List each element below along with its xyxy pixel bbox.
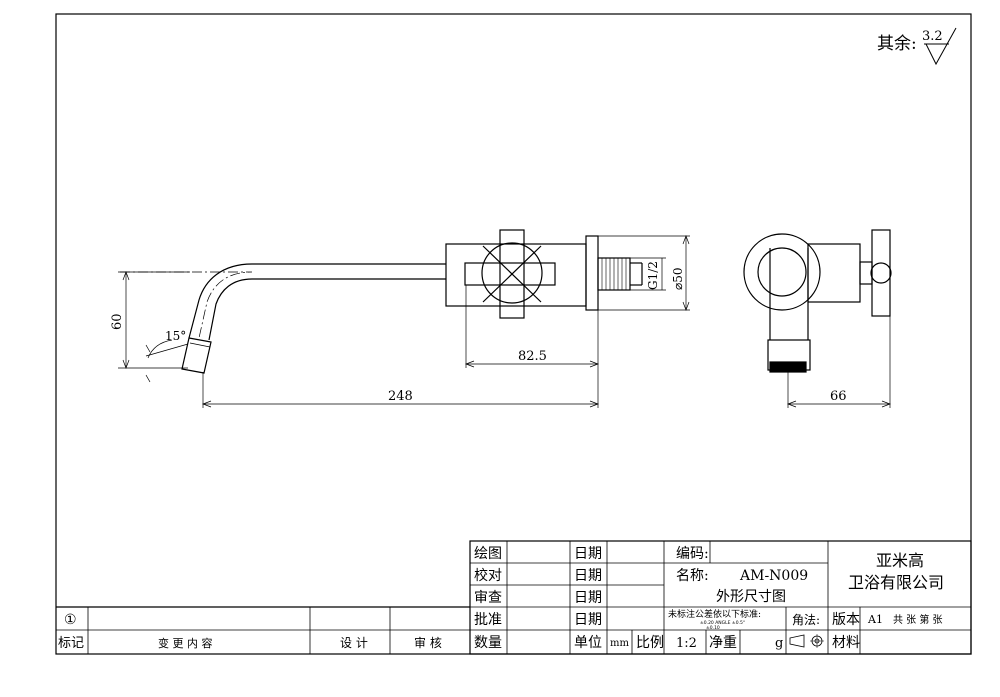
label-draw: 绘图 (474, 546, 502, 562)
side-spout-body (769, 248, 809, 340)
label-review: 审查 (474, 590, 502, 606)
handle-arm-vertical (499, 229, 525, 319)
dim-248-text: 248 (388, 389, 413, 404)
handle-cross-line-2 (482, 245, 542, 303)
surface-finish-note: 其余: 3.2 (877, 27, 957, 66)
label-date-3: 日期 (574, 590, 602, 606)
rev-design-label: 设 计 (340, 636, 368, 650)
dim-15-arc (147, 339, 173, 359)
spout-tip (181, 337, 212, 374)
side-handle-stem (859, 261, 873, 285)
rev-audit-label: 审 核 (414, 635, 442, 650)
wall-flange (585, 235, 599, 311)
handle-hub (481, 242, 543, 304)
projection-symbol-icon (789, 634, 824, 648)
value-scale: 1:2 (676, 636, 697, 651)
title-block-frame (469, 540, 972, 655)
spout-tip-line (189, 342, 211, 348)
tolerance-note: 未标注公差依以下标准: (668, 608, 761, 620)
dim-15-text: 15° (165, 329, 186, 343)
thread-hatching (601, 258, 627, 290)
label-material: 材料 (832, 635, 860, 651)
side-view (743, 229, 892, 373)
value-edition: A1 (867, 613, 883, 626)
rev-mark-label: 标记 (58, 636, 84, 651)
dim-thread-text: G1/2 (646, 261, 660, 290)
label-quantity: 数量 (474, 635, 502, 651)
dim-825-text: 82.5 (518, 349, 547, 364)
value-weight-unit: g (775, 636, 783, 651)
side-handle-knob (870, 262, 892, 284)
handle-arm-horizontal (464, 262, 556, 286)
value-model: AM-N009 (739, 568, 808, 584)
sheet-border (55, 13, 972, 655)
revision-symbol: ① (64, 612, 77, 628)
rev-change-label: 变 更 内 容 (158, 636, 213, 650)
company-line-1: 亚米高 (876, 551, 924, 570)
spout-lower-edge (208, 278, 446, 341)
value-sheets: 共 张 第 张 (893, 613, 943, 626)
side-valve-body (807, 243, 861, 303)
surface-note-value: 3.2 (922, 29, 943, 44)
side-aerator-mesh (769, 361, 807, 373)
side-view-dimensions (787, 316, 891, 408)
company-line-2: 卫浴有限公司 (848, 573, 944, 592)
label-date-1: 日期 (574, 546, 602, 562)
label-name: 名称: (676, 568, 709, 584)
title-block-grid (56, 540, 972, 655)
dim-66-text: 66 (830, 389, 847, 404)
dim-15-leader (145, 343, 189, 357)
dim-50-arrows (682, 235, 690, 311)
label-weight: 净重 (709, 635, 737, 651)
surface-note-label: 其余: (877, 34, 917, 54)
label-scale: 比例 (636, 635, 664, 651)
label-date-2: 日期 (574, 568, 602, 584)
label-approve: 批准 (474, 612, 502, 628)
dim-15-ticks (145, 344, 151, 383)
front-view (120, 229, 643, 374)
tolerance-detail-2: ±0.10 (706, 625, 720, 631)
spout-upper-edge (188, 263, 446, 339)
label-date-4: 日期 (574, 612, 602, 628)
dim-825-arrows (465, 360, 599, 368)
roughness-symbol-icon (924, 27, 957, 66)
tolerance-detail-1: ±0.20 ANGLE ±0.5° (700, 620, 745, 626)
valve-body (445, 243, 587, 307)
value-drawing-name: 外形尺寸图 (716, 589, 786, 605)
side-flange-inner (757, 247, 807, 297)
dim-50-text: ⌀50 (671, 268, 685, 291)
dim-60-arrows (122, 271, 130, 369)
title-block-text: 绘图 校对 审查 批准 数量 日期 日期 日期 日期 单位 mm 比例 1:2 … (58, 546, 944, 651)
dim-248-arrows (202, 400, 599, 408)
dim-66-arrows (787, 400, 891, 408)
label-code: 编码: (676, 546, 709, 562)
label-edition: 版本 (832, 612, 860, 628)
projection-crosshair (810, 634, 824, 648)
dim-60-text: 60 (110, 313, 125, 330)
label-check: 校对 (474, 567, 502, 584)
value-unit: mm (610, 638, 629, 649)
label-projection: 角法: (792, 613, 820, 627)
label-unit: 单位 (574, 635, 602, 651)
spout-centerline (120, 271, 253, 339)
front-view-dimensions (118, 235, 690, 408)
side-flange-outer (743, 233, 821, 311)
projection-cone (789, 634, 805, 648)
side-handle-bar (871, 229, 891, 317)
